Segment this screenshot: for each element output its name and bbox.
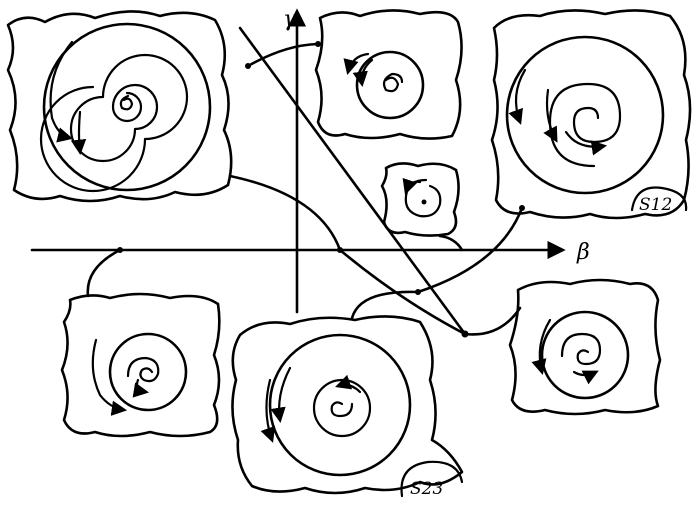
region-label-s12: S12 — [639, 195, 672, 215]
spiral-focus — [332, 402, 352, 416]
left-connector-curve — [88, 250, 120, 296]
junction-point — [337, 247, 343, 253]
junction-point — [315, 41, 321, 47]
junction-point — [117, 247, 123, 253]
panel-frame — [382, 163, 459, 235]
spiral-focus — [128, 358, 158, 381]
phase-portrait-top-right: S12 — [492, 10, 690, 218]
trajectory-arrow — [540, 320, 550, 372]
limit-cycle-outer — [507, 37, 663, 193]
limit-cycle — [542, 312, 628, 398]
junction-point — [519, 205, 525, 211]
spiral-direction-arrow — [79, 112, 80, 152]
trajectory-arrow — [279, 368, 290, 420]
small-box-connector — [440, 236, 462, 250]
spiral-trajectory — [41, 55, 187, 191]
spiral-trajectory — [550, 84, 620, 166]
junction-point — [415, 289, 421, 295]
gamma-axis-label: γ — [283, 7, 297, 32]
left-boundary-arc — [230, 176, 340, 250]
right-connector-curve — [465, 308, 520, 334]
spiral-direction-arrow — [566, 132, 604, 147]
phase-portrait-small-center — [382, 163, 459, 235]
equilibrium-point — [422, 200, 427, 205]
panel-frame — [62, 294, 219, 436]
panel-frame — [510, 280, 660, 414]
phase-portrait-bottom-center: S23 — [232, 316, 462, 499]
limit-cycle — [110, 334, 186, 410]
phase-portrait-bottom-right — [510, 280, 660, 414]
spiral-direction-arrow — [338, 385, 360, 392]
region-label-s23: S23 — [410, 479, 443, 499]
beta-axis-label: β — [576, 240, 590, 265]
junction-point — [245, 63, 251, 69]
trajectory-arrow — [51, 42, 72, 138]
limit-cycle — [357, 52, 423, 118]
junction-point — [462, 331, 469, 338]
spiral-direction-arrow — [574, 372, 596, 375]
panel-frame — [8, 11, 231, 201]
bottom-connector-curve — [352, 292, 418, 318]
spiral-direction-arrow — [547, 90, 556, 140]
limit-cycle-outer — [270, 335, 410, 475]
spiral-direction-arrow — [137, 380, 146, 392]
phase-portrait-top-left — [8, 11, 231, 201]
spiral-focus — [384, 74, 402, 91]
trajectory-arrow — [93, 340, 124, 410]
focus-point — [121, 96, 132, 109]
inner-cycle — [314, 380, 370, 436]
spiral-focus — [562, 334, 600, 364]
phase-portrait-bottom-left — [62, 294, 219, 436]
phase-portrait-top-center — [316, 10, 462, 138]
panel-frame — [316, 10, 462, 138]
